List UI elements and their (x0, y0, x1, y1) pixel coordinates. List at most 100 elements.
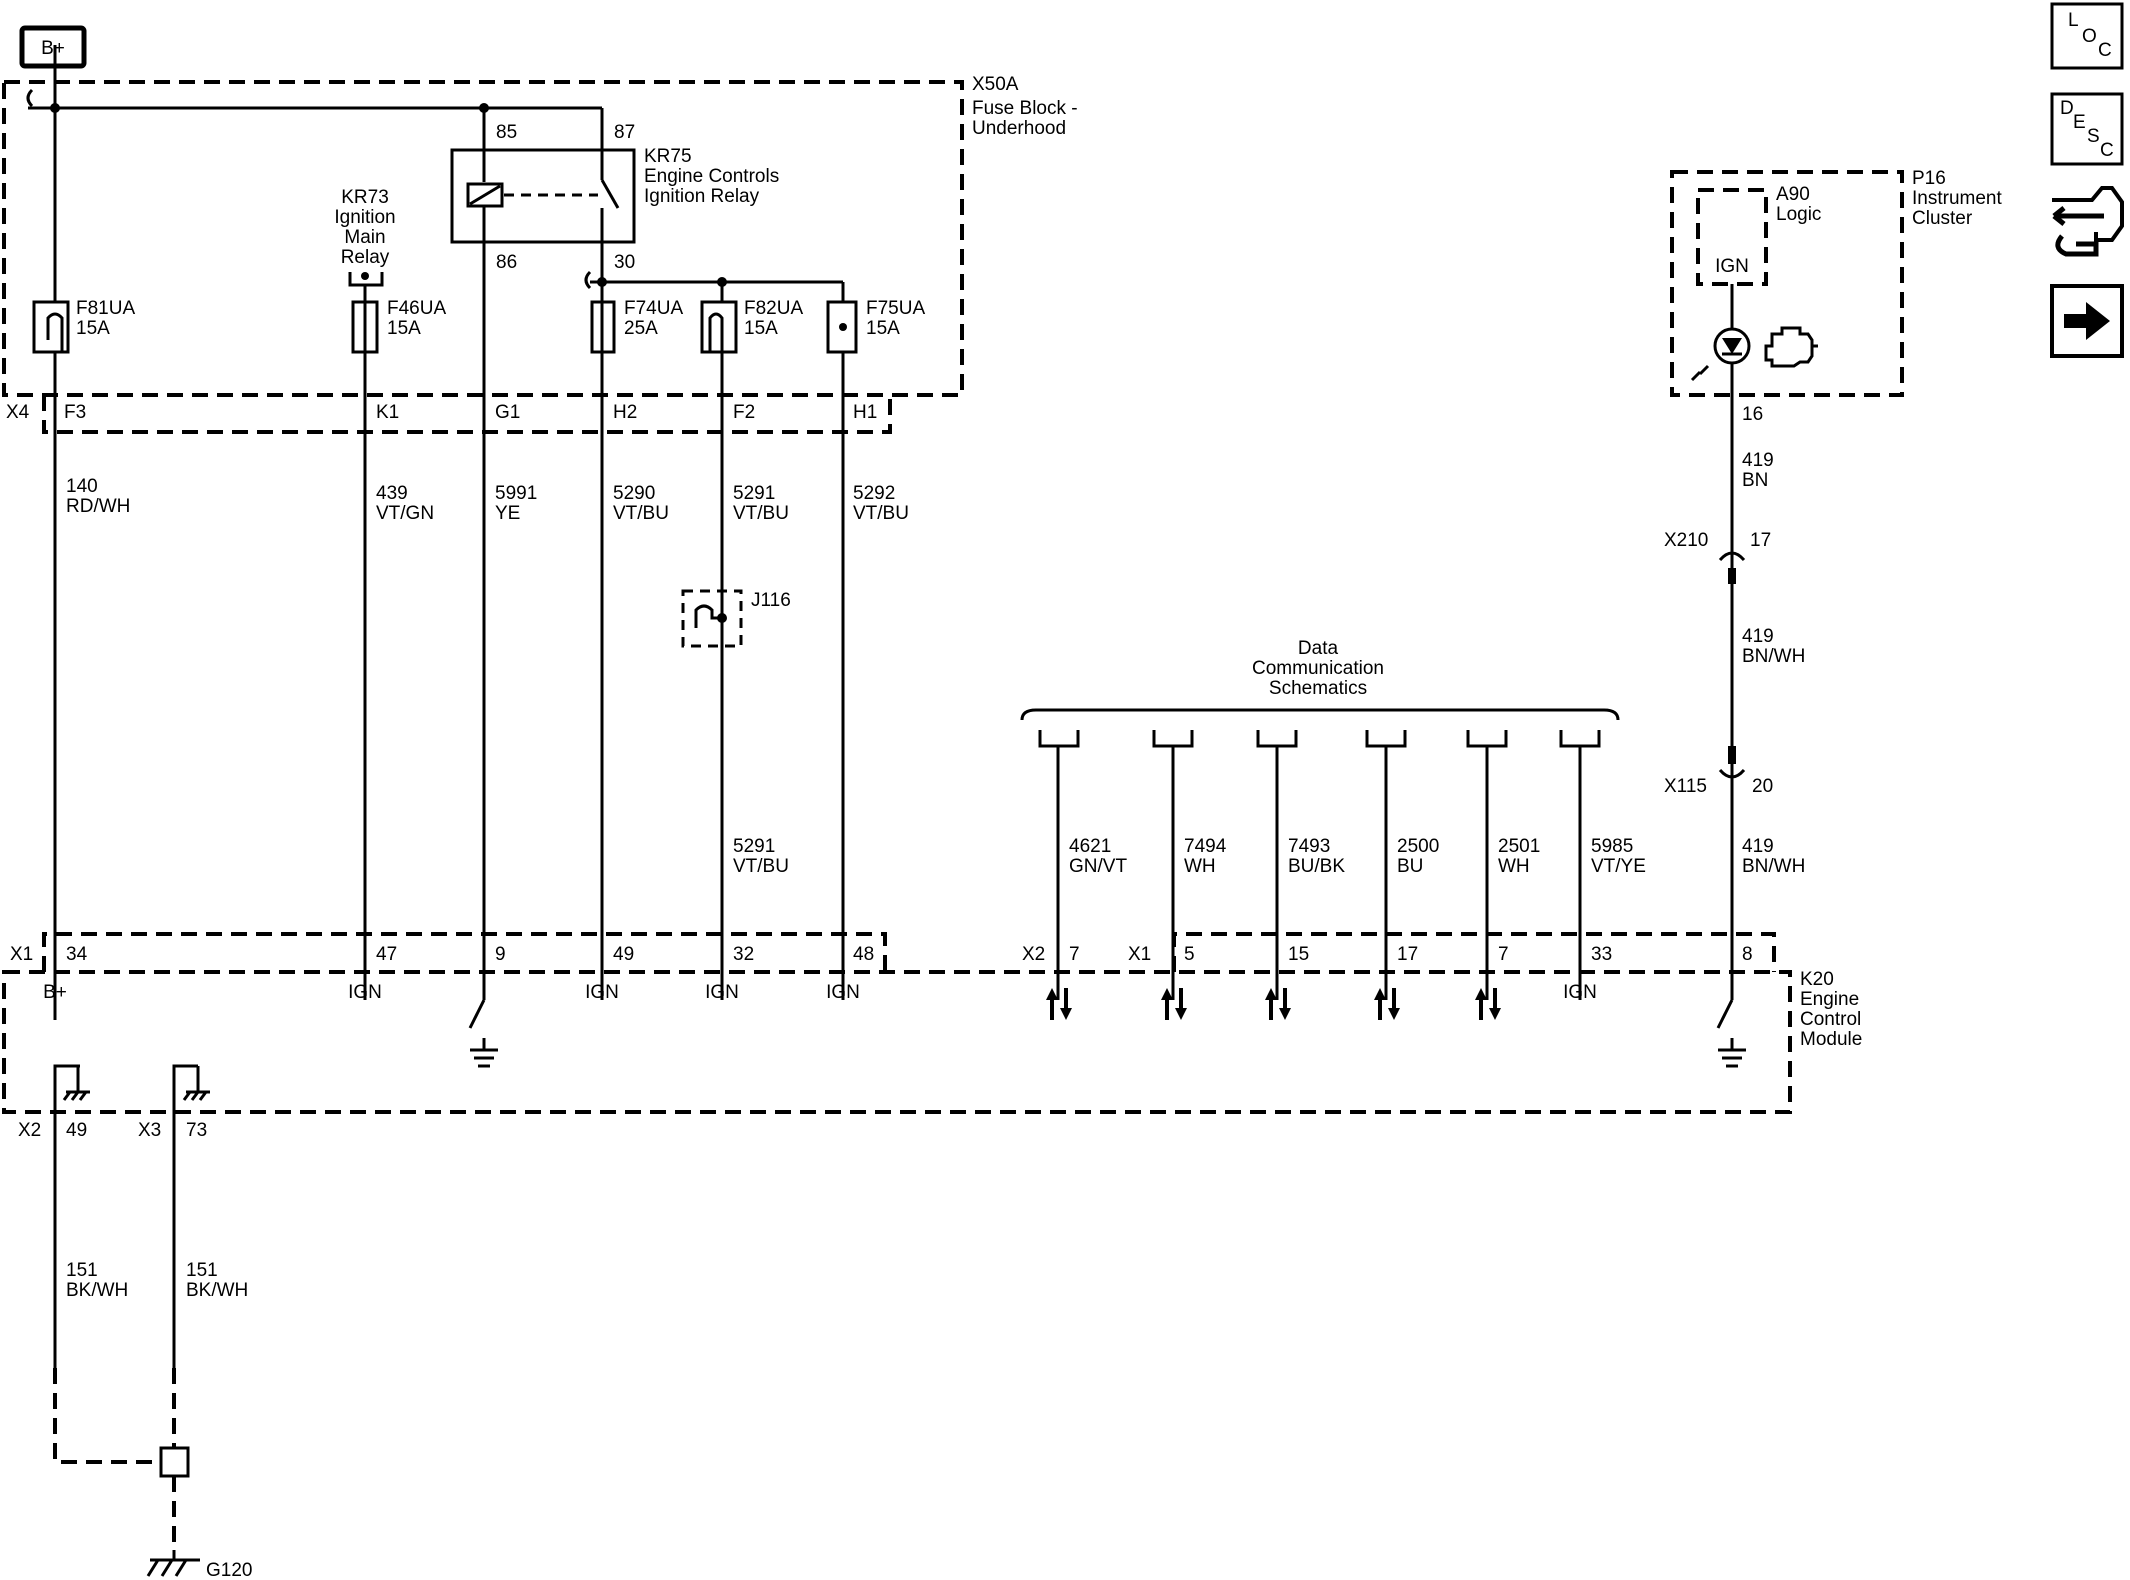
x1-pin-7: 7 (1498, 944, 1509, 965)
ground-splice-icon (159, 1446, 190, 1478)
inline-connector-x115: X115 20 (1664, 746, 1773, 797)
desc-button[interactable]: D E S C (2050, 92, 2124, 166)
upper-wire-labels: 140 RD/WH 439 VT/GN 5991 YE 5290 VT/BU 5… (66, 476, 909, 524)
connector-end-view-icon[interactable] (2052, 186, 2124, 257)
relay-kr75-name-2: Ignition Relay (644, 186, 760, 207)
relay-pin-87: 87 (614, 122, 635, 143)
connector-x1-id: X1 (10, 944, 33, 965)
connector-x4: X4 F3 K1 G1 H2 F2 H1 (6, 395, 892, 434)
ecm-id: K20 (1800, 969, 1834, 990)
relay-kr73-name-2: Main (344, 227, 385, 248)
wire-color-5291-lower: VT/BU (733, 856, 789, 877)
internal-ground-icon-2 (172, 1064, 210, 1101)
loc-button[interactable]: L O C (2050, 2, 2124, 70)
wire-color-7493: BU/BK (1288, 856, 1345, 877)
instrument-cluster: P16 Instrument Cluster A90 Logic IGN 16 (1670, 168, 2002, 1000)
connector-x210-id: X210 (1664, 530, 1708, 551)
relay-pin-30: 30 (614, 252, 635, 273)
wire-label-5290: 5290 (613, 483, 655, 504)
desc-letter-s: S (2087, 126, 2100, 147)
connector-x115-pin: 20 (1752, 776, 1773, 797)
data-comm-title-3: Schematics (1269, 678, 1367, 699)
desc-letter-d: D (2060, 98, 2074, 119)
x2-pin-7: 7 (1069, 944, 1080, 965)
fuse-f75ua: F75UA 15A (826, 282, 925, 1000)
fuse-f46ua-id: F46UA (387, 298, 446, 319)
wire-color-419-c: BN/WH (1742, 856, 1805, 877)
bus-junction-left (50, 103, 60, 113)
fuse-f82ua-rating: 15A (744, 318, 778, 339)
ecm-module: K20 Engine Control Module B+ IGN IGN IGN… (2, 969, 1862, 1114)
x4-pin-h1: H1 (853, 402, 877, 423)
x4-pin-f3: F3 (64, 402, 86, 423)
connector-x210-pin: 17 (1750, 530, 1771, 551)
wire-label-140: 140 (66, 476, 98, 497)
battery-terminal: B+ (19, 25, 87, 69)
x1-pin-49: 49 (613, 944, 634, 965)
fuse-f81ua-id: F81UA (76, 298, 135, 319)
check-engine-icon (1764, 326, 1818, 368)
cluster-pin-16: 16 (1742, 404, 1763, 425)
splice-j116: J116 (681, 589, 791, 648)
data-comm-title-1: Data (1298, 638, 1339, 659)
connector-x1-right-outline (1172, 932, 1776, 972)
wire-color-5290: VT/BU (613, 503, 669, 524)
relay-kr73: KR73 Ignition Main Relay (334, 187, 396, 287)
fuse-f46ua: F46UA 15A (351, 285, 446, 1000)
wire-label-5291-lower: 5291 (733, 836, 775, 857)
wire-color-439: VT/GN (376, 503, 434, 524)
logic-module-name: Logic (1776, 204, 1821, 225)
wire-label-5292: 5292 (853, 483, 895, 504)
wire-label-4621: 4621 (1069, 836, 1111, 857)
fuse-f75ua-rating: 15A (866, 318, 900, 339)
low-side-switch-icon (468, 999, 498, 1068)
fuse-block: X50A Fuse Block - Underhood (2, 74, 1078, 397)
light-rays-icon (1690, 364, 1710, 382)
wire-label-7493: 7493 (1288, 836, 1330, 857)
x1-pin-17: 17 (1397, 944, 1418, 965)
x4-pin-f2: F2 (733, 402, 755, 423)
wire-color-419-a: BN (1742, 470, 1768, 491)
data-comm-title-2: Communication (1252, 658, 1384, 679)
splice-j116-id: J116 (751, 590, 791, 611)
relay-kr75: 85 87 86 30 KR75 Engine Controls Ignitio… (450, 108, 779, 273)
wire-color-7494: WH (1184, 856, 1216, 877)
loc-letter-l: L (2068, 10, 2079, 31)
ground-circuit: X2 49 X3 73 151 BK/WH 151 BK/WH G120 (18, 1066, 252, 1580)
connector-x4-id: X4 (6, 402, 30, 423)
loc-letter-c: C (2098, 40, 2112, 61)
x1-pin-34: 34 (66, 944, 88, 965)
connector-x1-left-outline (42, 932, 887, 972)
ground-connector-x3-id: X3 (138, 1120, 161, 1141)
relay-pin-85: 85 (496, 122, 517, 143)
fuse-f82ua: F82UA 15A (700, 282, 803, 1000)
ecm-name-1: Engine (1800, 989, 1859, 1010)
wire-color-151-b: BK/WH (186, 1280, 248, 1301)
next-page-button[interactable] (2050, 284, 2124, 358)
wire-label-5991: 5991 (495, 483, 537, 504)
ground-connector-x2-pin: 49 (66, 1120, 87, 1141)
loc-letter-o: O (2082, 26, 2097, 47)
x1-pin-33: 33 (1591, 944, 1612, 965)
wire-label-151-b: 151 (186, 1260, 218, 1281)
wire-label-151-a: 151 (66, 1260, 98, 1281)
wire-label-439: 439 (376, 483, 408, 504)
x1-pin-47: 47 (376, 944, 397, 965)
x1-pin-8: 8 (1742, 944, 1753, 965)
fuse-f74ua-rating: 25A (624, 318, 658, 339)
wire-color-2501: WH (1498, 856, 1530, 877)
fuse-f74ua: F74UA 25A (590, 282, 683, 1000)
relay-pin-86: 86 (496, 252, 517, 273)
x4-pin-g1: G1 (495, 402, 520, 423)
ecm-connectors: X1 34 47 9 49 32 48 X2 7 X1 5 15 17 7 33… (10, 932, 1776, 972)
ground-connector-x2-id: X2 (18, 1120, 41, 1141)
wire-color-4621: GN/VT (1069, 856, 1127, 877)
ecm-outline (2, 970, 1792, 1114)
chassis-ground-icon (146, 1550, 200, 1577)
instrument-cluster-outline (1670, 170, 1904, 397)
ecm-label-ign-33: IGN (1563, 982, 1597, 1003)
x1-pin-15: 15 (1288, 944, 1309, 965)
fuse-block-name-2: Underhood (972, 118, 1066, 139)
logic-module-id: A90 (1776, 184, 1810, 205)
